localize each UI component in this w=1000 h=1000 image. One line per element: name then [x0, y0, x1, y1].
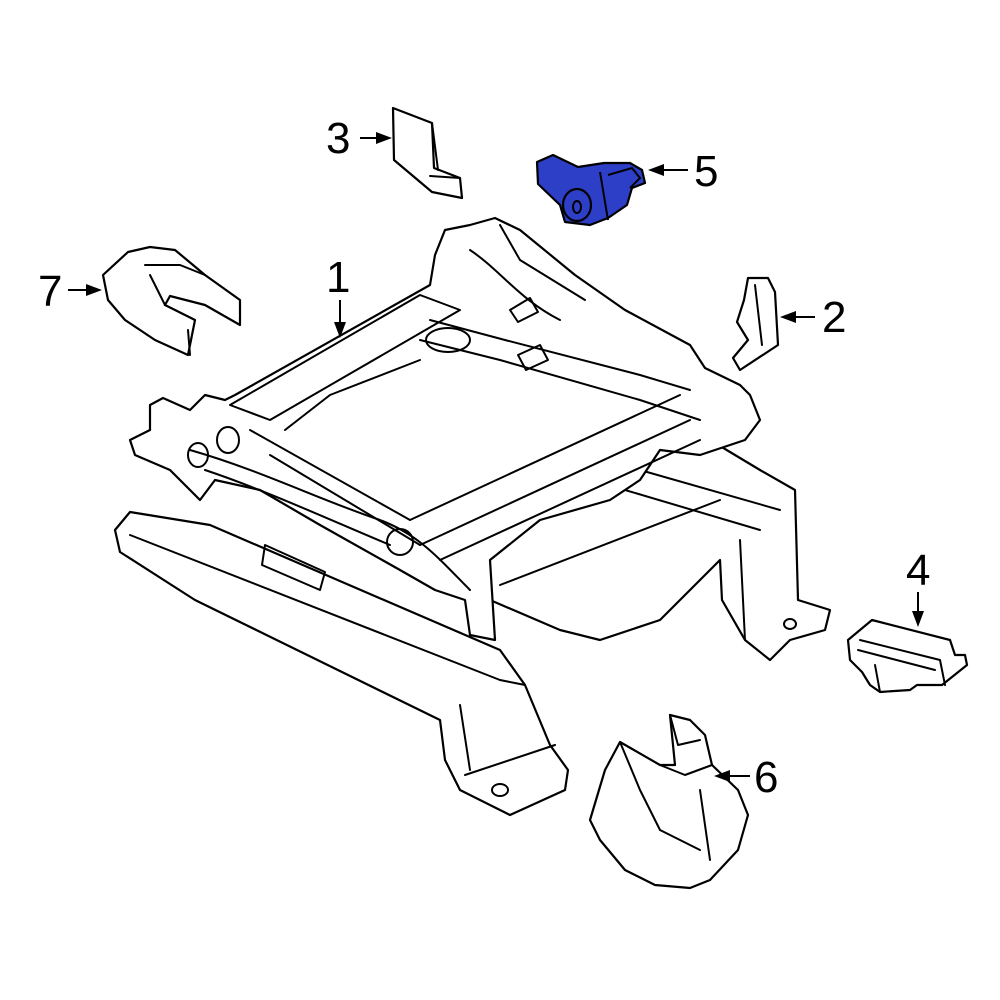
callout-5: 5: [694, 147, 718, 196]
callout-3: 3: [326, 114, 350, 163]
part-6-cover: [588, 713, 750, 890]
frame-left-track: [113, 510, 570, 817]
frame-upper: [128, 216, 762, 642]
part-2-bracket: [731, 276, 780, 372]
callout-6: 6: [754, 753, 778, 802]
part-7-cover: [101, 245, 242, 357]
part-4-module: [846, 618, 969, 694]
callout-4: 4: [906, 546, 930, 595]
part-5-actuator-highlighted: [535, 153, 647, 227]
callout-leaders: [68, 132, 924, 782]
callout-2: 2: [822, 293, 846, 342]
part-3-shield: [391, 106, 464, 200]
part-1-seat-frame: [113, 216, 832, 817]
callout-1: 1: [326, 253, 350, 302]
callout-7: 7: [38, 267, 62, 316]
